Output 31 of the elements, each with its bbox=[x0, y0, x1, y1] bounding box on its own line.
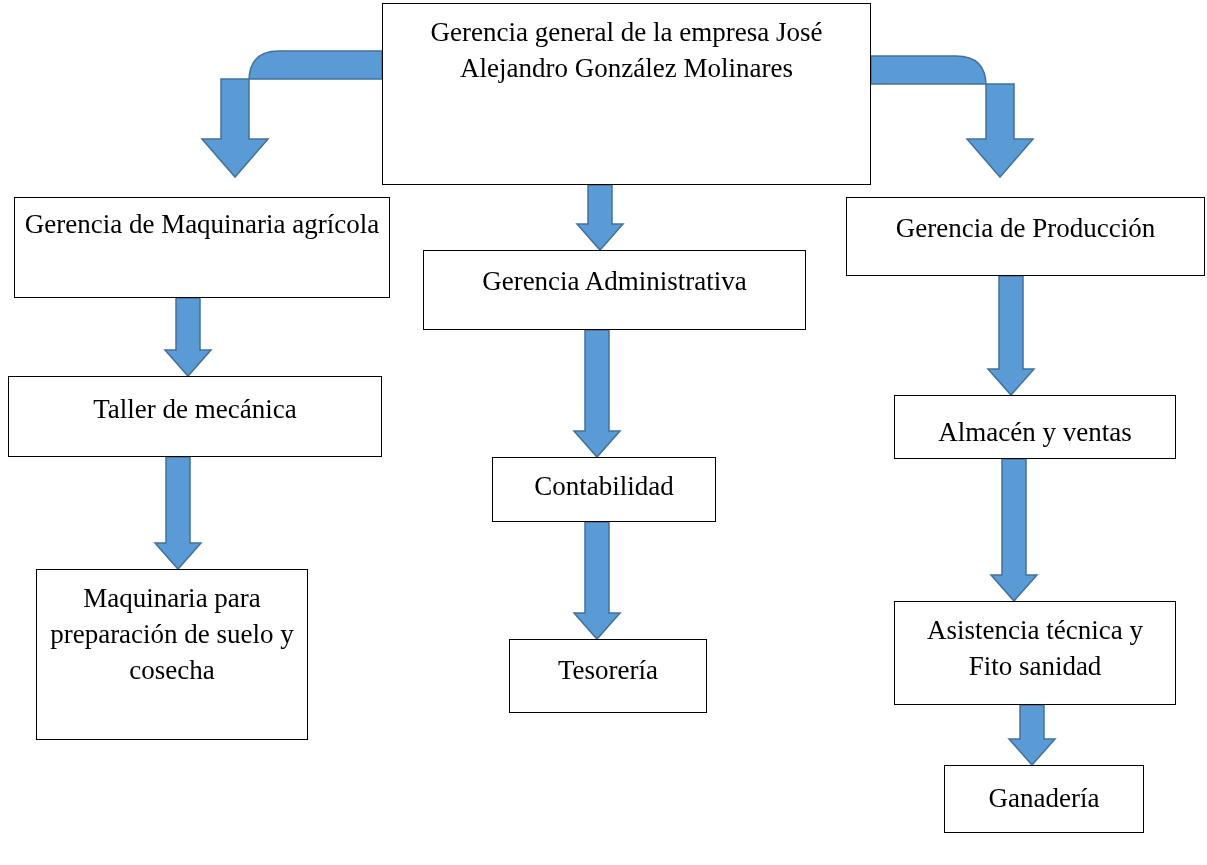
box-label: Ganadería bbox=[987, 782, 1101, 815]
block-arrow bbox=[989, 458, 1039, 603]
box-label: Gerencia general de la empresa José Alejandro González Molinares bbox=[429, 16, 824, 85]
org-box bbox=[8, 376, 382, 457]
block-arrow bbox=[572, 521, 622, 641]
org-box bbox=[846, 197, 1205, 276]
box-label: Taller de mecánica bbox=[92, 393, 298, 426]
block-arrow bbox=[870, 55, 1034, 178]
org-box bbox=[14, 197, 390, 298]
org-box bbox=[894, 395, 1176, 459]
box-label: Gerencia de Maquinaria agrícola bbox=[23, 208, 381, 241]
org-box bbox=[382, 3, 871, 185]
block-arrow bbox=[163, 297, 213, 378]
org-box bbox=[423, 250, 806, 330]
block-arrow bbox=[572, 329, 622, 459]
block-arrow bbox=[575, 184, 625, 252]
block-arrow bbox=[1007, 704, 1057, 767]
box-label: Gerencia Administrativa bbox=[481, 265, 748, 298]
block-arrow bbox=[153, 456, 203, 571]
org-box bbox=[492, 457, 716, 522]
box-label: Maquinaria para preparación de suelo y cosecha bbox=[49, 582, 295, 687]
org-box bbox=[894, 601, 1176, 705]
box-label: Tesorería bbox=[556, 654, 660, 687]
org-box bbox=[509, 639, 707, 713]
box-label: Almacén y ventas bbox=[937, 416, 1133, 449]
block-arrow bbox=[986, 275, 1036, 397]
org-box bbox=[36, 569, 308, 740]
org-box bbox=[944, 765, 1144, 833]
box-label: Asistencia técnica y Fito sanidad bbox=[926, 614, 1144, 683]
box-label: Contabilidad bbox=[533, 470, 675, 503]
box-label: Gerencia de Producción bbox=[894, 212, 1157, 245]
